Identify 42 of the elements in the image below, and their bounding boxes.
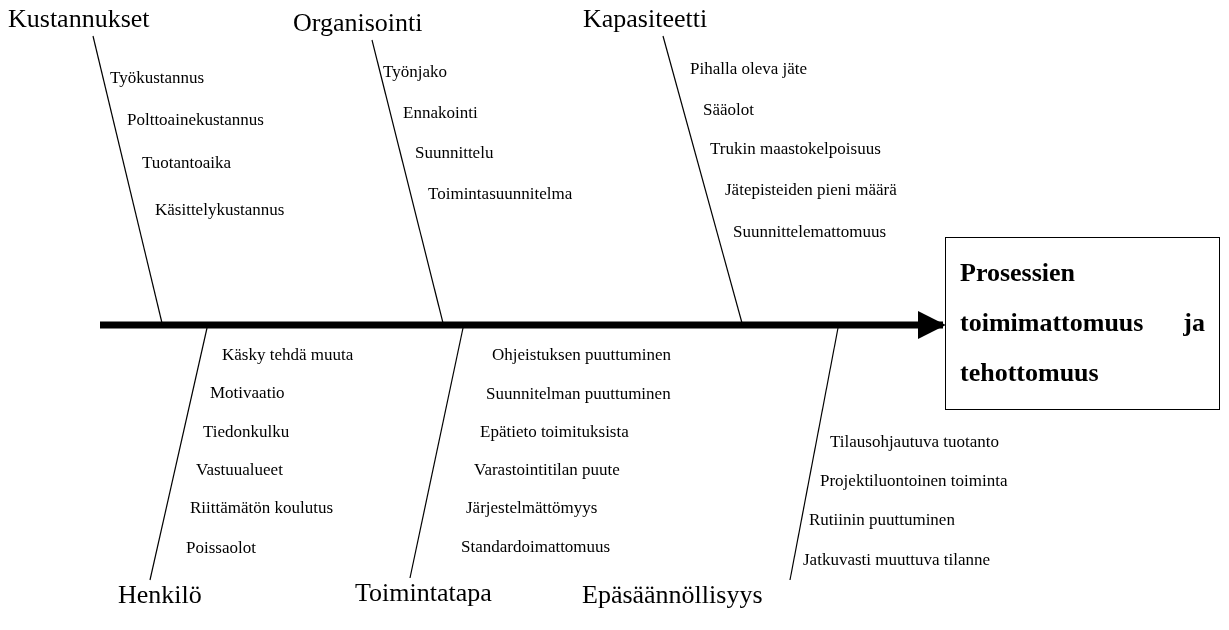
cause-label: Riittämätön koulutus (190, 498, 334, 518)
cause-label: Suunnittelu (415, 143, 494, 163)
bone-line (662, 35, 743, 324)
category-heading: Toimintatapa (355, 578, 492, 608)
cause-label: Epätieto toimituksista (480, 422, 629, 442)
cause-label: Polttoainekustannus (127, 110, 264, 130)
bone-line (371, 39, 444, 324)
category-heading: Kustannukset (8, 4, 150, 34)
category-heading: Epäsäännöllisyys (582, 580, 763, 610)
cause-label: Suunnittelemattomuus (733, 222, 886, 242)
cause-label: Standardoimattomuus (461, 537, 611, 557)
cause-label: Pihalla oleva jäte (690, 59, 808, 79)
cause-label: Käsittelykustannus (155, 200, 285, 220)
cause-label: Työnjako (383, 62, 447, 82)
cause-label: Rutiinin puuttuminen (809, 510, 955, 530)
effect-box: Prosessien toimimattomuus ja tehottomuus (945, 237, 1220, 410)
cause-label: Projektiluontoinen toiminta (820, 471, 1008, 491)
cause-label: Toimintasuunnitelma (428, 184, 573, 204)
cause-label: Ennakointi (403, 103, 478, 123)
cause-label: Työkustannus (110, 68, 205, 88)
cause-label: Poissaolot (186, 538, 256, 558)
bone-line (92, 35, 163, 324)
cause-label: Tilausohjautuva tuotanto (830, 432, 999, 452)
category-heading: Organisointi (293, 8, 423, 38)
cause-label: Tuotantoaika (142, 153, 232, 173)
cause-label: Motivaatio (210, 383, 285, 403)
category-heading: Henkilö (118, 580, 202, 610)
cause-label: Suunnitelman puuttuminen (486, 384, 671, 404)
cause-label: Käsky tehdä muuta (222, 345, 354, 365)
cause-label: Tiedonkulku (203, 422, 290, 442)
cause-label: Vastuualueet (196, 460, 283, 480)
bone-line (149, 327, 208, 581)
cause-label: Ohjeistuksen puuttuminen (492, 345, 671, 365)
cause-label: Sääolot (703, 100, 754, 120)
cause-label: Trukin maastokelpoisuus (710, 139, 881, 159)
bone-line (409, 327, 464, 579)
cause-label: Jätepisteiden pieni määrä (725, 180, 897, 200)
cause-label: Jatkuvasti muuttuva tilanne (803, 550, 990, 570)
cause-label: Varastointitilan puute (474, 460, 620, 480)
cause-label: Järjestelmättömyys (466, 498, 598, 518)
bone-line (789, 327, 839, 581)
category-heading: Kapasiteetti (583, 4, 708, 34)
